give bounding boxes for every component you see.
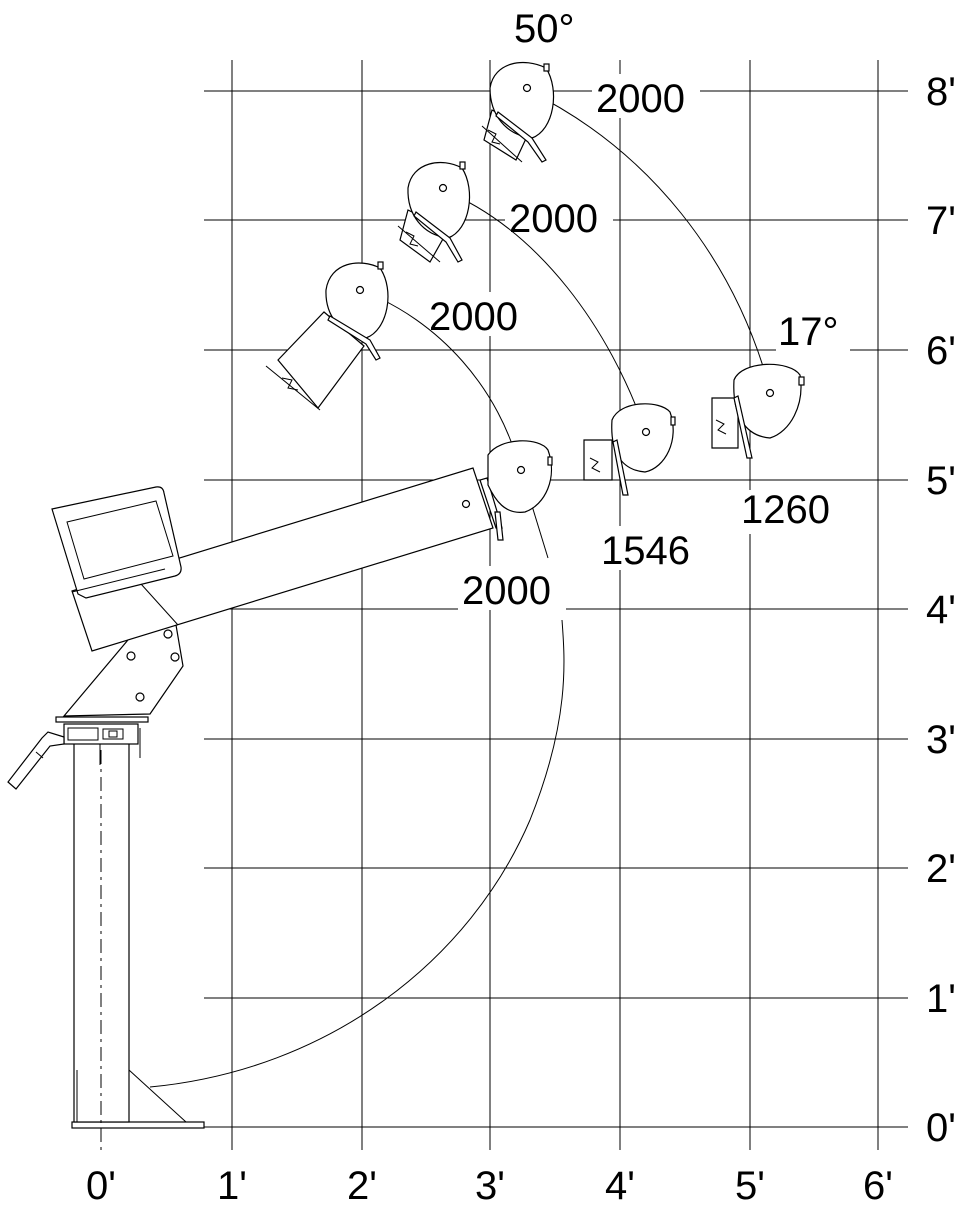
- gusset: [128, 1069, 187, 1123]
- head-extended-1: [583, 403, 676, 496]
- pedestal: [7, 716, 205, 1150]
- y-label-3: 3': [926, 718, 956, 762]
- grid: [72, 60, 908, 1150]
- x-label-6: 6': [863, 1164, 893, 1208]
- angle-label-min: 17°: [778, 310, 839, 354]
- capacity-label-extended-2: 1260: [741, 488, 830, 532]
- slew-handle: [7, 731, 65, 790]
- x-label-4: 4': [605, 1164, 635, 1208]
- slew-box: [63, 723, 139, 745]
- head-level-7: [397, 161, 471, 263]
- x-label-0: 0': [86, 1164, 116, 1208]
- label-masks: [425, 74, 850, 610]
- y-label-2: 2': [926, 847, 956, 891]
- y-axis-labels: 0' 1' 2' 3' 4' 5' 6' 7' 8': [926, 70, 956, 1150]
- capacity-label-horizontal: 2000: [462, 569, 551, 613]
- y-label-0: 0': [926, 1106, 956, 1150]
- y-label-6: 6': [926, 329, 956, 373]
- boom-body: [71, 467, 494, 652]
- boom-horizontal: [51, 467, 494, 652]
- reach-arc-3: [526, 89, 771, 391]
- reach-arc-1: [359, 289, 521, 471]
- y-label-7: 7': [926, 199, 956, 243]
- capacity-label-upper: 2000: [509, 197, 598, 241]
- angle-labels: 50° 17°: [514, 7, 839, 354]
- capacity-label-extended-1: 1546: [601, 529, 690, 573]
- head-extended-2: [711, 363, 805, 459]
- x-label-1: 1': [217, 1164, 247, 1208]
- angle-label-max: 50°: [514, 7, 575, 51]
- y-label-1: 1': [926, 977, 956, 1021]
- x-label-2: 2': [347, 1164, 377, 1208]
- capacity-labels: 2000 2000 2000 2000 1546 1260: [429, 77, 830, 613]
- mast-plate: [62, 624, 184, 717]
- y-label-8: 8': [926, 70, 956, 114]
- control-screen: [66, 500, 174, 580]
- x-label-5: 5': [735, 1164, 765, 1208]
- reach-arcs: [149, 89, 771, 1088]
- control-box: [51, 486, 182, 599]
- x-axis-labels: 0' 1' 2' 3' 4' 5' 6': [86, 1164, 893, 1208]
- reach-arc-large: [149, 619, 565, 1088]
- y-label-4: 4': [926, 588, 956, 632]
- capacity-label-middle: 2000: [429, 295, 518, 339]
- head-shell: [487, 440, 553, 513]
- head-level-8: [481, 61, 555, 163]
- head-horizontal: [479, 440, 553, 541]
- y-label-5: 5': [926, 459, 956, 503]
- boom-stub-1: [277, 311, 365, 409]
- mast-bracket: [62, 624, 184, 717]
- base-plate: [71, 1121, 205, 1129]
- x-label-3: 3': [475, 1164, 505, 1208]
- head-level-6: [265, 261, 389, 411]
- capacity-label-top: 2000: [596, 77, 685, 121]
- reach-arc-2: [442, 189, 646, 431]
- turret-plate: [55, 716, 149, 723]
